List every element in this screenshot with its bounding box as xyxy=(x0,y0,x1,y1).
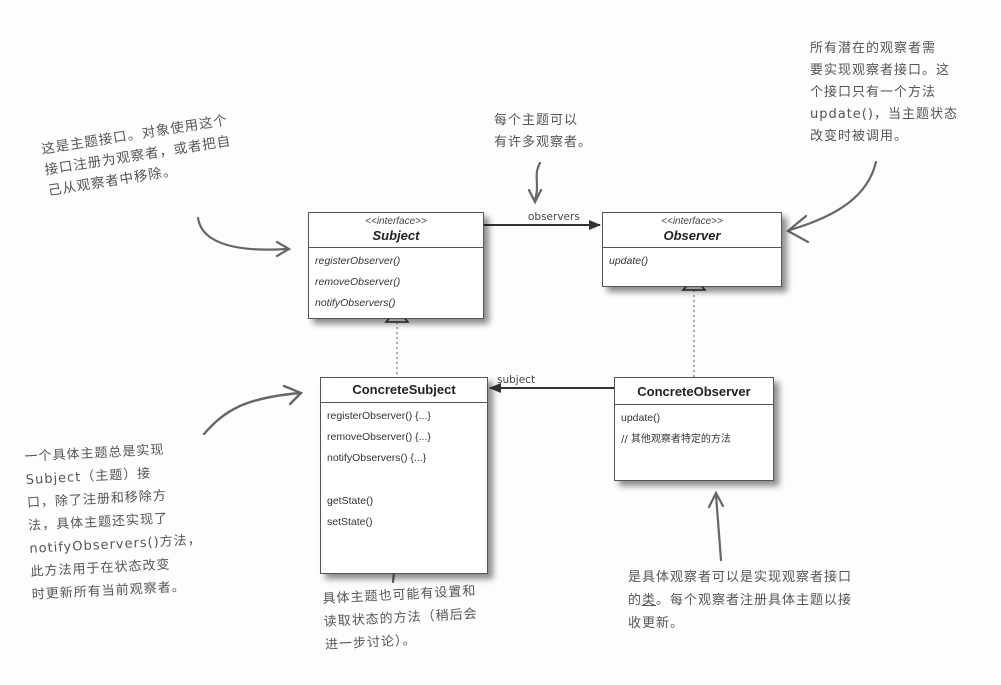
concrete-subject-method: removeObserver() {...} xyxy=(327,431,431,443)
concrete-observer-method: // 其他观察者特定的方法 xyxy=(621,434,731,445)
arrow-to-observers-association xyxy=(527,161,543,205)
note-text: 。每个观察者注册具体主题以接 xyxy=(656,593,853,608)
arrow-to-subject xyxy=(196,216,292,258)
concrete-subject-note: 一个具体主题总是实现 Subject（主题）接 口，除了注册和移除方 法，具体主… xyxy=(24,442,203,603)
concrete-observer-box: ConcreteObserver update() // 其他观察者特定的方法 xyxy=(614,377,774,481)
subject-methods: registerObserver() removeObserver() noti… xyxy=(309,248,483,318)
concrete-observer-note-line1: 是具体观察者可以是实现观察者接口 xyxy=(628,570,853,585)
arrow-to-concrete-observer xyxy=(707,490,725,562)
observer-name: Observer xyxy=(663,228,721,243)
concrete-observer-header: ConcreteObserver xyxy=(615,378,773,405)
arrow-to-concrete-subject xyxy=(202,384,304,436)
observer-interface-note: 所有潜在的观察者需 要实现观察者接口。这 个接口只有一个方法 update()，… xyxy=(810,41,958,144)
observers-association-label: observers xyxy=(528,211,580,223)
observer-methods: update() xyxy=(603,248,781,286)
arrow-to-observer xyxy=(786,160,878,244)
note-underlined-word: 类 xyxy=(642,593,657,608)
subject-name: Subject xyxy=(372,228,420,243)
concrete-observer-name: ConcreteObserver xyxy=(637,384,751,399)
observer-interface-box: <<interface>> Observer update() xyxy=(602,212,782,287)
concrete-observer-methods: update() // 其他观察者特定的方法 xyxy=(615,405,773,480)
concrete-subject-box: ConcreteSubject registerObserver() {...}… xyxy=(320,377,488,574)
subject-stereotype: <<interface>> xyxy=(365,216,427,227)
concrete-observer-note-line3: 收更新。 xyxy=(628,616,685,631)
concrete-observer-note-line2: 的类。每个观察者注册具体主题以接 xyxy=(628,589,852,612)
concrete-subject-method: notifyObservers() {...} xyxy=(327,452,427,464)
subject-method: registerObserver() xyxy=(315,255,401,267)
concrete-subject-name: ConcreteSubject xyxy=(352,382,456,397)
state-methods-note: 具体主题也可能有设置和 读取状态的方法（稍后会 进一步讨论）。 xyxy=(322,583,479,653)
subject-association-label: subject xyxy=(497,374,536,386)
subject-method: notifyObservers() xyxy=(315,297,396,309)
set-state-method: setState() xyxy=(327,516,373,528)
subject-interface-box: <<interface>> Subject registerObserver()… xyxy=(308,212,484,319)
note-text: 的 xyxy=(628,593,643,608)
observer-stereotype: <<interface>> xyxy=(661,216,723,227)
observer-method: update() xyxy=(609,255,649,267)
concrete-observer-method: update() xyxy=(621,412,661,424)
concrete-subject-method: registerObserver() {...} xyxy=(327,410,431,422)
concrete-subject-header: ConcreteSubject xyxy=(321,378,487,403)
concrete-subject-methods: registerObserver() {...} removeObserver(… xyxy=(321,403,487,573)
observer-header: <<interface>> Observer xyxy=(603,213,781,248)
subject-method: removeObserver() xyxy=(315,276,401,288)
many-observers-note: 每个主题可以 有许多观察者。 xyxy=(494,113,593,150)
concrete-observer-note: 是具体观察者可以是实现观察者接口 的类。每个观察者注册具体主题以接 收更新。 xyxy=(628,566,852,635)
method-gap xyxy=(327,469,481,491)
get-state-method: getState() xyxy=(327,495,374,507)
subject-header: <<interface>> Subject xyxy=(309,213,483,248)
